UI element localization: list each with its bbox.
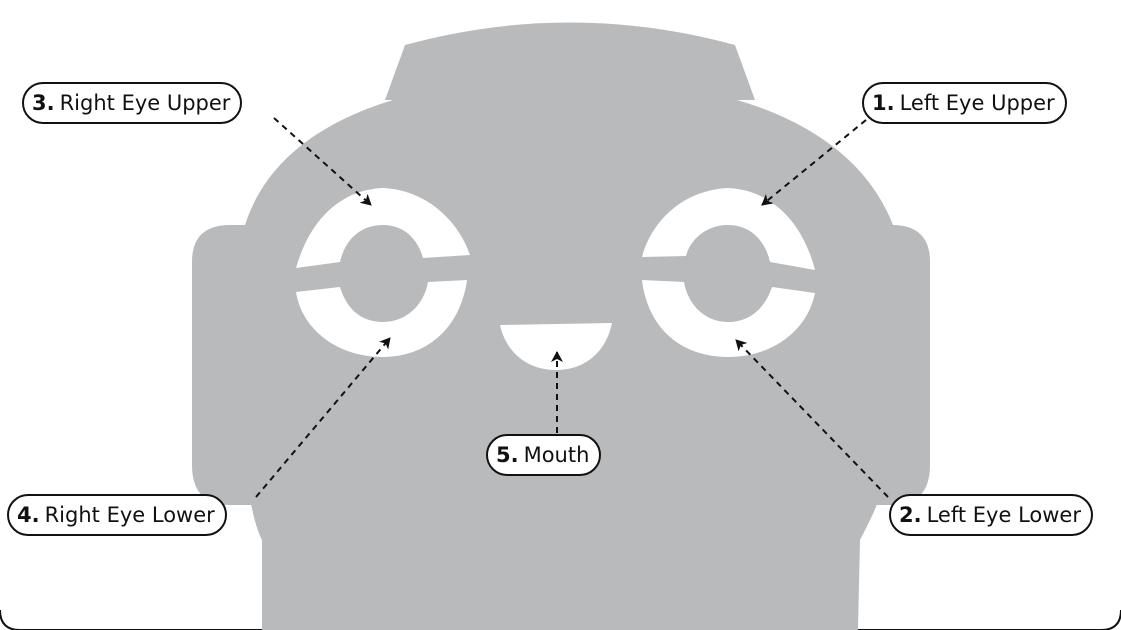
right-eye-lower-piece (296, 280, 467, 357)
arrow-left-eye-upper (761, 119, 867, 206)
callout-number: 1. (872, 91, 895, 115)
left-eye (642, 188, 815, 357)
left-ear-panel (192, 225, 262, 505)
callout-right-eye-lower: 4. Right Eye Lower (7, 494, 227, 536)
callout-text: Mouth (523, 443, 590, 467)
callout-text: Left Eye Upper (899, 91, 1055, 115)
right-eye-upper-piece (296, 188, 470, 268)
callout-text: Right Eye Lower (44, 503, 215, 527)
right-ear-panel (858, 225, 930, 505)
callout-left-eye-upper: 1. Left Eye Upper (862, 82, 1067, 124)
callout-text: Left Eye Lower (926, 503, 1081, 527)
callout-number: 5. (496, 443, 519, 467)
callout-number: 3. (32, 91, 55, 115)
callout-right-eye-upper: 3. Right Eye Upper (22, 82, 243, 124)
callout-number: 4. (17, 503, 40, 527)
callout-mouth: 5. Mouth (486, 434, 602, 476)
mouth-piece (500, 323, 612, 370)
callout-text: Right Eye Upper (59, 91, 231, 115)
right-eye (296, 188, 470, 357)
arrow-right-eye-lower (255, 337, 391, 498)
callout-number: 2. (899, 503, 922, 527)
frame-outline (0, 609, 1121, 630)
callout-left-eye-lower: 2. Left Eye Lower (889, 494, 1093, 536)
left-eye-upper-piece (642, 188, 815, 270)
head-top-bump (385, 22, 755, 100)
arrow-left-eye-lower (735, 339, 889, 498)
leader-arrows (255, 117, 889, 498)
left-eye-lower-piece (642, 280, 815, 357)
